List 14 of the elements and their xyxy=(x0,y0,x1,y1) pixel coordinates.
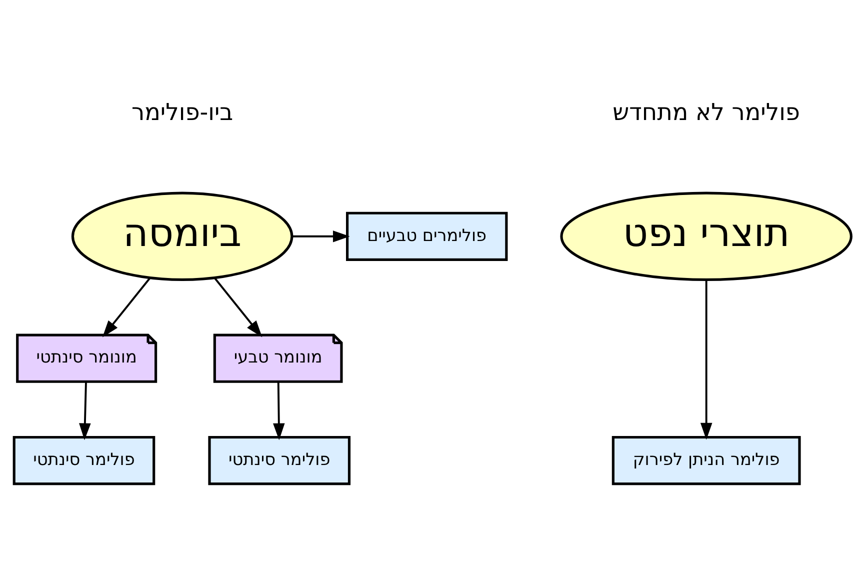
arrow xyxy=(102,276,151,337)
label: ביו-פולימר xyxy=(132,98,234,126)
node-box: פולימר סינתטי xyxy=(208,435,351,485)
node-box: פולימרים טבעיים xyxy=(346,211,508,260)
label: פולימר לא מתחדש xyxy=(612,98,800,126)
node-box: פולימר סינתטי xyxy=(12,435,156,485)
node-ellipse: תוצרי נפט xyxy=(560,191,852,280)
node-ellipse: ביומסה xyxy=(71,191,294,280)
arrow xyxy=(79,381,91,440)
arrow xyxy=(214,276,262,337)
node-box: פולימר הניתן לפירוק xyxy=(612,435,801,485)
arrow xyxy=(292,230,350,242)
arrow xyxy=(700,279,712,440)
arrow xyxy=(273,381,285,440)
